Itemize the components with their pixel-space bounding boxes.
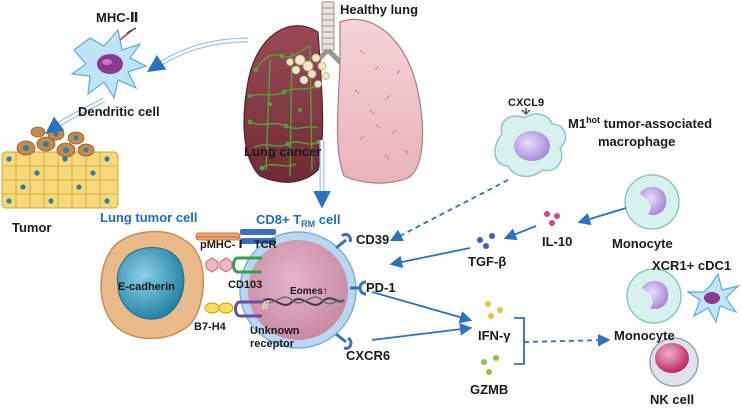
arrow-lung-to-dendritic — [148, 37, 249, 73]
monocyte-lower-icon — [626, 268, 682, 324]
il10-molecules — [544, 211, 560, 226]
tcr-icon — [240, 229, 276, 235]
label-pd1: PD-1 — [366, 280, 396, 295]
label-cd39: CD39 — [356, 232, 389, 247]
label-pmhc-i: pMHC- Ⅰ — [200, 239, 243, 251]
cd39-receptor-icon — [335, 232, 352, 250]
label-nk-cell: NK cell — [650, 392, 694, 407]
tumor-mass-icon — [286, 53, 330, 88]
pd1-receptor-icon — [350, 280, 367, 296]
label-healthy-lung: Healthy lung — [340, 2, 418, 17]
label-lung-cancer: Lung cancer — [244, 144, 321, 159]
ifng-gzmb-bracket — [514, 317, 525, 365]
label-cd8-trm-cell: CD8+ TRM cell — [256, 212, 340, 229]
label-tumor: Tumor — [12, 220, 51, 235]
flow-arrows — [45, 37, 331, 209]
label-eomes: Eomes↑ — [290, 286, 328, 297]
lung-tumor-cell-icon — [100, 230, 205, 340]
label-monocyte-upper: Monocyte — [612, 236, 673, 251]
label-mhc-ii: MHC-Ⅱ — [96, 10, 139, 25]
label-lung-tumor-cell: Lung tumor cell — [100, 210, 198, 225]
monocyte-upper-icon — [624, 174, 680, 230]
unknown-receptor-icon — [234, 300, 250, 318]
label-cxcl9: CXCL9 — [508, 97, 544, 109]
cd8-trm-cell-icon — [239, 231, 357, 349]
nk-cell-icon — [649, 337, 699, 387]
arrow-il10-to-tgfb — [503, 225, 537, 241]
arrow-pd1-to-ifng — [371, 291, 473, 324]
label-unknown-receptor-line2: receptor — [250, 338, 295, 350]
label-cd103: CD103 — [228, 279, 262, 291]
dendritic-cell-icon — [70, 27, 148, 100]
b7h4-icon — [204, 302, 234, 314]
e-cadherin-icon — [205, 257, 233, 273]
label-monocyte-lower: Monocyte — [614, 328, 675, 343]
label-gzmb: GZMB — [470, 382, 508, 397]
labels: MHC-Ⅱ Healthy lung Dendritic cell Lung c… — [12, 2, 731, 407]
label-tcr: TCR — [254, 239, 277, 251]
cd103-icon — [232, 256, 248, 274]
signal-arrows — [371, 179, 627, 365]
label-ifng: IFN-γ — [478, 328, 511, 343]
arrow-monocyte-to-il10 — [577, 207, 627, 226]
label-unknown-receptor-line1: Unknown — [250, 325, 300, 337]
healthy-lung-icon — [336, 18, 424, 184]
gzmb-molecules — [481, 355, 499, 375]
ifng-molecules — [485, 301, 503, 319]
label-cxcr6: CXCR6 — [346, 348, 390, 363]
label-dendritic-cell: Dendritic cell — [78, 104, 160, 119]
label-tgfb: TGF-β — [468, 254, 506, 269]
arrow-cxcr6-to-gzmb — [371, 322, 473, 341]
label-xcr1-cdc1: XCR1+ cDC1 — [652, 258, 731, 273]
lungs-illustration — [243, 1, 424, 184]
tumor-tissue-icon — [1, 126, 119, 209]
receptor-interactions — [195, 229, 367, 350]
label-il10: IL-10 — [542, 234, 572, 249]
arrow-tgfb-to-pd1 — [389, 247, 471, 269]
label-b7h4: B7-H4 — [194, 321, 227, 333]
xcr1-cdc1-icon — [686, 272, 740, 324]
label-macrophage: macrophage — [598, 134, 675, 149]
m1-macrophage-icon — [494, 108, 567, 178]
cxcr6-receptor-icon — [335, 332, 353, 350]
label-e-cadherin: E-cadherin — [118, 281, 175, 293]
arrow-bracket-to-monocyte — [523, 333, 611, 347]
healthy-lung-texture — [354, 49, 409, 160]
arrow-macrophage-to-cd39 — [389, 179, 509, 242]
tgfb-molecules — [477, 233, 495, 249]
label-m1-macrophage: M1hot tumor-associated — [568, 115, 712, 131]
